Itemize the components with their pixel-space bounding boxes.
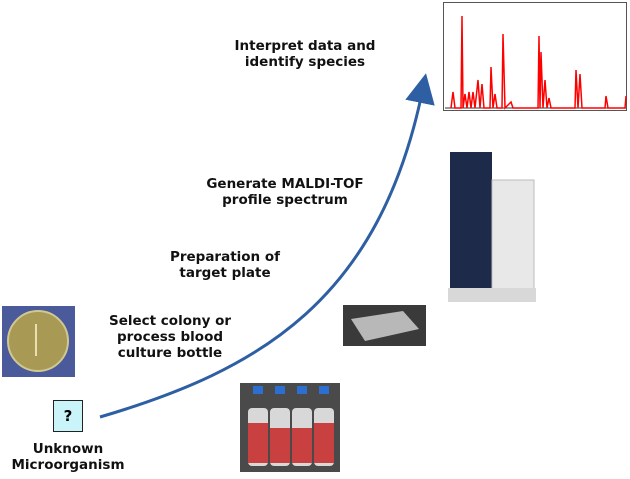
text-line: Generate MALDI-TOF [206,176,364,192]
spectrum-peaks [450,15,627,110]
text-line: culture bottle [117,345,223,361]
step-interpret-label: Interpret data and identify species [225,38,385,70]
text-line: Microorganism [11,457,125,473]
text-line: Preparation of [169,249,281,265]
text-line: target plate [179,265,271,281]
text-line: Select colony or [108,313,232,329]
text-line: process blood [116,329,224,345]
blood-culture-bottles-image [240,383,340,472]
text-line: Interpret data and [234,38,376,54]
question-box: ? [53,400,83,432]
step-unknown-label: Unknown Microorganism [0,441,138,473]
mass-spectrum-image [443,2,627,111]
step-select-label: Select colony or process blood culture b… [90,313,250,361]
text-line: Unknown [32,441,104,457]
text-line: profile spectrum [222,192,348,208]
step-prepare-label: Preparation of target plate [150,249,300,281]
question-mark-icon: ? [63,407,73,425]
step-generate-label: Generate MALDI-TOF profile spectrum [195,176,375,208]
maldi-tof-instrument-image [448,152,536,302]
target-plate-image [343,305,426,346]
petri-dish-image [2,306,75,377]
text-line: identify species [244,54,366,70]
